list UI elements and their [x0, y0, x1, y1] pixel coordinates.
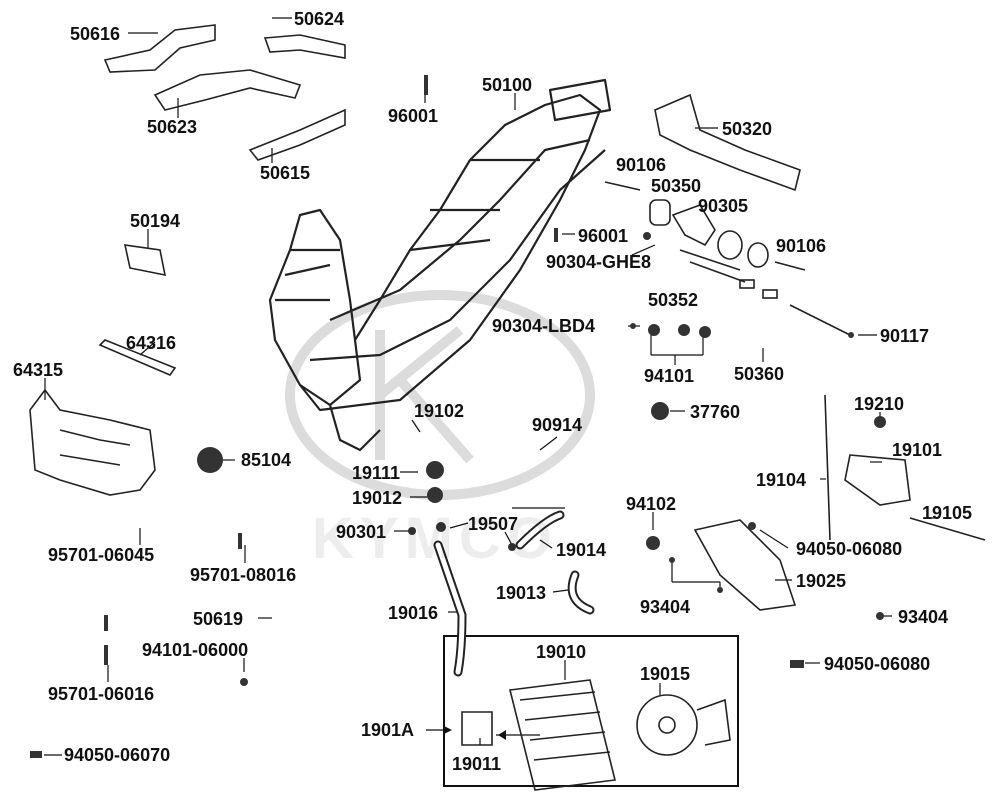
part-label-50615: 50615 [260, 163, 311, 183]
fasteners [30, 75, 886, 758]
part-label-50100: 50100 [482, 75, 533, 95]
part-label-50619: 50619 [193, 609, 244, 629]
part-label-94050-06080-mid: 94050-06080 [796, 539, 903, 559]
part-label-90305: 90305 [698, 196, 749, 216]
part-label-90301: 90301 [336, 522, 387, 542]
part-label-50360: 50360 [734, 364, 785, 384]
part-label-19015: 19015 [640, 664, 691, 684]
hose-highlight [435, 512, 593, 675]
part-label-90304-ghe8: 90304-GHE8 [546, 252, 652, 272]
part-label-50194: 50194 [130, 211, 181, 231]
part-label-90106-top: 90106 [616, 155, 667, 175]
part-label-19105: 19105 [922, 503, 973, 523]
part-label-19507: 19507 [468, 514, 519, 534]
part-label-93404-left: 93404 [640, 597, 691, 617]
part-label-95701-06016: 95701-06016 [48, 684, 155, 704]
part-label-85104: 85104 [241, 450, 292, 470]
part-label-19101: 19101 [892, 440, 943, 460]
part-label-19104: 19104 [756, 470, 807, 490]
radiator-assembly-frame [443, 635, 739, 787]
reservoir-and-cover [693, 394, 986, 611]
part-label-19010: 19010 [536, 642, 587, 662]
part-label-50320: 50320 [722, 119, 773, 139]
part-label-64316: 64316 [126, 333, 177, 353]
part-label-90106-right: 90106 [776, 236, 827, 256]
part-label-90304-lbd4: 90304-LBD4 [492, 316, 596, 336]
watermark-text: KYMCO [312, 506, 558, 571]
part-label-50350: 50350 [651, 176, 702, 196]
part-label-19025: 19025 [796, 571, 847, 591]
radiator-and-fan [461, 679, 731, 791]
part-label-50352: 50352 [648, 290, 699, 310]
part-label-1901A: 1901A [361, 720, 415, 740]
part-label-19013: 19013 [496, 583, 547, 603]
part-label-19011: 19011 [452, 754, 502, 774]
rear-bracket-parts [604, 93, 851, 336]
part-label-94050-06070: 94050-06070 [64, 745, 171, 765]
part-label-95701-06045: 95701-06045 [48, 545, 155, 565]
arrow-heads [444, 726, 506, 740]
bracket-plates [103, 24, 346, 161]
part-label-94050-06080-bottom: 94050-06080 [824, 654, 931, 674]
part-label-19012: 19012 [352, 488, 403, 508]
part-label-50623: 50623 [147, 117, 198, 137]
part-label-94101-06000: 94101-06000 [142, 640, 249, 660]
part-label-50624: 50624 [294, 9, 345, 29]
part-label-93404-right: 93404 [898, 607, 949, 627]
part-label-96001-top: 96001 [388, 106, 439, 126]
part-label-64315: 64315 [13, 360, 64, 380]
front-bracket-part [29, 244, 177, 496]
part-label-19014: 19014 [556, 540, 607, 560]
part-label-37760: 37760 [690, 402, 741, 422]
part-label-19210: 19210 [854, 394, 905, 414]
part-label-90914: 90914 [532, 415, 583, 435]
part-label-50616: 50616 [70, 24, 121, 44]
part-label-19102: 19102 [414, 401, 465, 421]
main-frame-part [268, 78, 612, 452]
part-label-94101: 94101 [644, 366, 695, 386]
part-label-95701-08016: 95701-08016 [190, 565, 297, 585]
part-label-96001-mid: 96001 [578, 226, 629, 246]
part-label-94102: 94102 [626, 494, 677, 514]
part-label-19016: 19016 [388, 603, 439, 623]
part-label-90117: 90117 [880, 326, 930, 346]
part-label-19111: 19111 [352, 463, 401, 483]
